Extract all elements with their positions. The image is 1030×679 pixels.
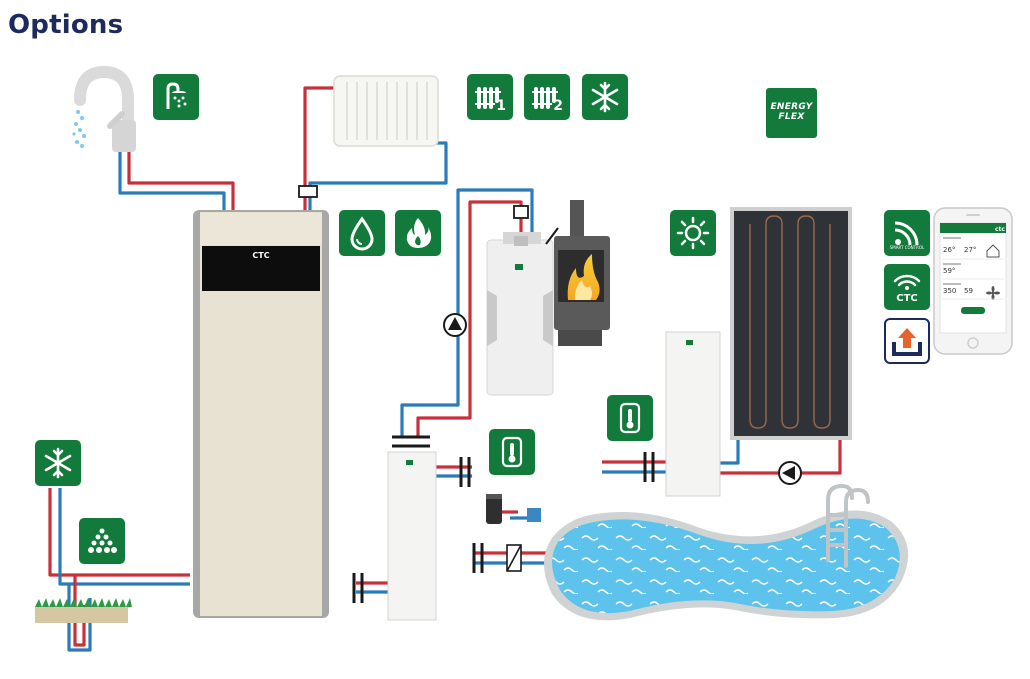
app-reading-2: 27° (964, 246, 976, 254)
shower-icon (153, 74, 199, 120)
pipe-solar-cold (720, 440, 740, 465)
pipe-cold-radiator (308, 141, 448, 210)
pipe-cold-stove (400, 188, 534, 437)
energyflex-line1: ENERGY (770, 102, 813, 112)
radiator-2-icon: 2 (524, 74, 570, 120)
circulation-pump-stove (443, 313, 467, 337)
app-reading-3: 59° (943, 267, 955, 275)
solar-tank (665, 331, 721, 497)
smart-control-icon: SMART CONTROL (884, 210, 930, 256)
water-drop-icon (339, 210, 385, 256)
snowflake-icon (35, 440, 81, 486)
electric-heater (486, 494, 541, 524)
sun-icon (670, 210, 716, 256)
upload-icon (884, 318, 930, 364)
pipe-hot-ground (48, 488, 190, 577)
app-reading-1: 26° (943, 246, 955, 254)
ctc-wifi-brand: CTC (896, 293, 918, 304)
pipe-solar-hot (720, 440, 842, 475)
ground-grass (35, 598, 132, 623)
app-reading-4: 350 (943, 287, 956, 295)
cooling-snowflake-icon (582, 74, 628, 120)
pipe-cold-tap (118, 150, 226, 210)
pipe-hot-radiator (303, 86, 336, 210)
page-title: Options (8, 10, 124, 40)
thermometer-icon-solar (607, 395, 653, 441)
app-reading-5: 59 (964, 287, 973, 295)
radiator (298, 75, 439, 198)
pool-heat-exchanger (506, 544, 522, 572)
energyflex-icon: ENERGY FLEX (766, 88, 817, 138)
wood-stove (554, 200, 610, 346)
swimming-pool (544, 483, 909, 621)
energyflex-line2: FLEX (778, 112, 805, 122)
pipe-cold-ground (58, 488, 190, 586)
smart-control-label: SMART CONTROL (890, 245, 925, 250)
pipe-hot-tap (127, 143, 235, 210)
ctc-wifi-icon: CTC (884, 264, 930, 310)
thermometer-icon (489, 429, 535, 475)
solar-collector (730, 207, 852, 440)
ground-source-icon (79, 518, 125, 564)
water-tap (72, 65, 136, 152)
couplings (352, 435, 655, 603)
app-brand: ctc (995, 226, 1005, 233)
smartphone-app: 26° 27° 59° 350 59 ctc (933, 207, 1013, 355)
radiator-1-number: 1 (496, 98, 506, 114)
heat-pump-brand: CTC (252, 251, 269, 260)
radiator-1-icon: 1 (467, 74, 513, 120)
buffer-tank (387, 451, 437, 621)
pellet-boiler (486, 205, 559, 396)
flame-icon (395, 210, 441, 256)
circulation-pump-solar (778, 461, 802, 485)
radiator-2-number: 2 (553, 98, 563, 114)
heat-pump-unit (193, 210, 329, 618)
